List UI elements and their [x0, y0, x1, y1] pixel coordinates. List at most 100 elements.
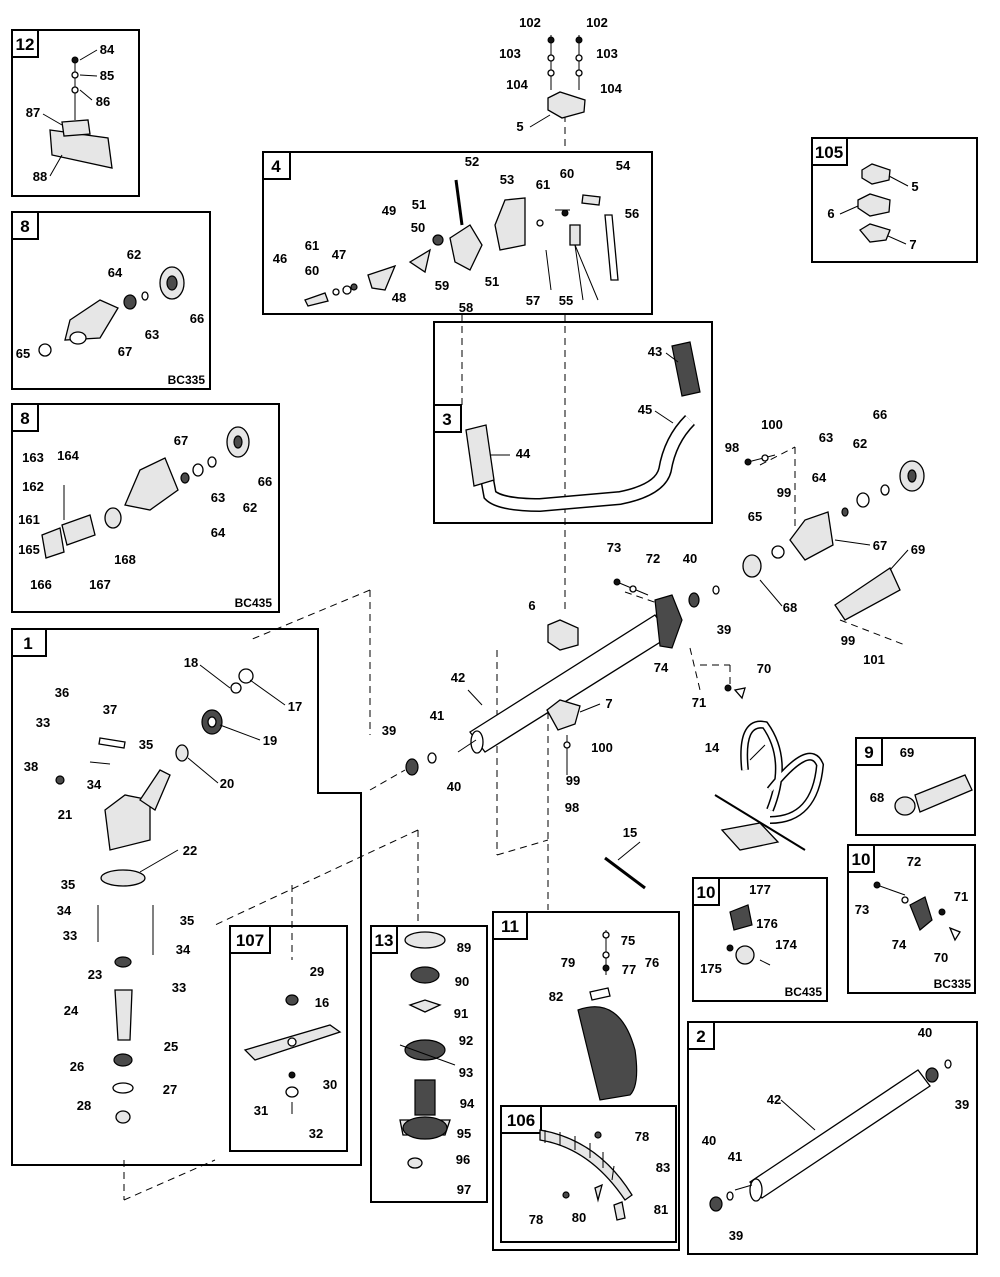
callout-14: 14 [705, 740, 720, 755]
callout-41-b: 41 [728, 1149, 742, 1164]
callout-166: 166 [30, 577, 52, 592]
callout-5-r: 5 [911, 179, 918, 194]
callout-40-a: 40 [683, 551, 697, 566]
callout-176: 176 [756, 916, 778, 931]
callout-99-b: 99 [841, 633, 855, 648]
callout-104-a: 104 [506, 77, 528, 92]
callout-101: 101 [863, 652, 885, 667]
clamp-set-105-drawing [857, 163, 891, 243]
callout-25: 25 [164, 1039, 178, 1054]
box-10-bc335 [847, 844, 976, 994]
callout-64-a: 64 [108, 265, 123, 280]
box-105-tag: 105 [815, 143, 843, 162]
callout-86: 86 [96, 94, 110, 109]
gear-case-drawing [55, 668, 254, 1124]
callout-39-b: 39 [382, 723, 396, 738]
callout-79: 79 [561, 955, 575, 970]
callout-50: 50 [411, 220, 425, 235]
callout-99-a: 99 [777, 485, 791, 500]
callout-102-b: 102 [586, 15, 608, 30]
box-3-tag: 3 [442, 410, 451, 429]
callout-34-b: 34 [57, 903, 72, 918]
callout-174: 174 [775, 937, 797, 952]
callout-98-a: 98 [725, 440, 739, 455]
callout-163: 163 [22, 450, 44, 465]
callout-23: 23 [88, 967, 102, 982]
bracket-176-drawing [726, 904, 771, 966]
callout-27: 27 [163, 1082, 177, 1097]
box-8-bc435 [11, 403, 280, 613]
box-13-tag: 13 [375, 931, 394, 950]
callout-39-c: 39 [955, 1097, 969, 1112]
callout-16: 16 [315, 995, 329, 1010]
callout-69-a: 69 [911, 542, 925, 557]
callout-70-a: 70 [757, 661, 771, 676]
callout-60-b: 60 [305, 263, 319, 278]
box-8-bc335-tag: 8 [20, 217, 29, 236]
callout-162: 162 [22, 479, 44, 494]
box-106 [500, 1105, 677, 1243]
callout-74-a: 74 [654, 660, 669, 675]
callout-161: 161 [18, 512, 40, 527]
right-gear-head-drawing [742, 454, 925, 621]
callout-76: 76 [645, 955, 659, 970]
callout-38: 38 [24, 759, 38, 774]
callout-40-b: 40 [447, 779, 461, 794]
callout-65-c: 65 [748, 509, 762, 524]
callout-93: 93 [459, 1065, 473, 1080]
callout-62-b: 62 [243, 500, 257, 515]
callout-47: 47 [332, 247, 346, 262]
callout-61-a: 61 [536, 177, 550, 192]
callout-33-b: 33 [63, 928, 77, 943]
callout-7-m: 7 [605, 696, 612, 711]
callout-103-b: 103 [596, 46, 618, 61]
callout-71-b: 71 [954, 889, 968, 904]
box-107 [229, 925, 348, 1152]
callout-63-a: 63 [145, 327, 159, 342]
box-4-tag: 4 [271, 157, 281, 176]
shield-82-drawing [577, 930, 638, 1101]
callout-61-b: 61 [305, 238, 319, 253]
box-1-tag: 1 [23, 634, 32, 653]
callout-165: 165 [18, 542, 40, 557]
callout-66-a: 66 [190, 311, 204, 326]
callout-64-c: 64 [812, 470, 827, 485]
callout-62-a: 62 [127, 247, 141, 262]
callout-45: 45 [638, 402, 652, 417]
callout-73-a: 73 [607, 540, 621, 555]
bracket-74-drawing [873, 881, 961, 942]
callout-21: 21 [58, 807, 72, 822]
callout-99-c: 99 [566, 773, 580, 788]
callout-36: 36 [55, 685, 69, 700]
box-10-bc335-tag: 10 [852, 850, 871, 869]
gear-head-bc335-drawing [38, 266, 185, 357]
callout-49: 49 [382, 203, 396, 218]
callout-69-b: 69 [900, 745, 914, 760]
box-8-bc435-model: BC435 [235, 596, 273, 610]
callout-67-a: 67 [118, 344, 132, 359]
box-8-bc435-tag: 8 [20, 409, 29, 428]
callout-51-b: 51 [485, 274, 499, 289]
callout-65-a: 65 [16, 346, 30, 361]
callout-63-b: 63 [211, 490, 225, 505]
guard-88-drawing [49, 56, 113, 169]
callout-84: 84 [100, 42, 115, 57]
box-105 [811, 137, 978, 263]
callout-100-b: 100 [591, 740, 613, 755]
callout-6-r: 6 [827, 206, 834, 221]
callout-88: 88 [33, 169, 47, 184]
callout-28: 28 [77, 1098, 91, 1113]
callout-66-b: 66 [258, 474, 272, 489]
trimmer-head-drawing [399, 931, 456, 1169]
callout-72-b: 72 [907, 854, 921, 869]
box-106-tag: 106 [507, 1111, 535, 1130]
callout-33-c: 33 [172, 980, 186, 995]
callout-74-b: 74 [892, 937, 907, 952]
shaft-42-drawing [709, 1059, 952, 1212]
box-3 [433, 321, 713, 524]
callout-67-b: 67 [174, 433, 188, 448]
callout-31: 31 [254, 1103, 268, 1118]
callout-96: 96 [456, 1152, 470, 1167]
callout-40-d: 40 [702, 1133, 716, 1148]
callout-29: 29 [310, 964, 324, 979]
